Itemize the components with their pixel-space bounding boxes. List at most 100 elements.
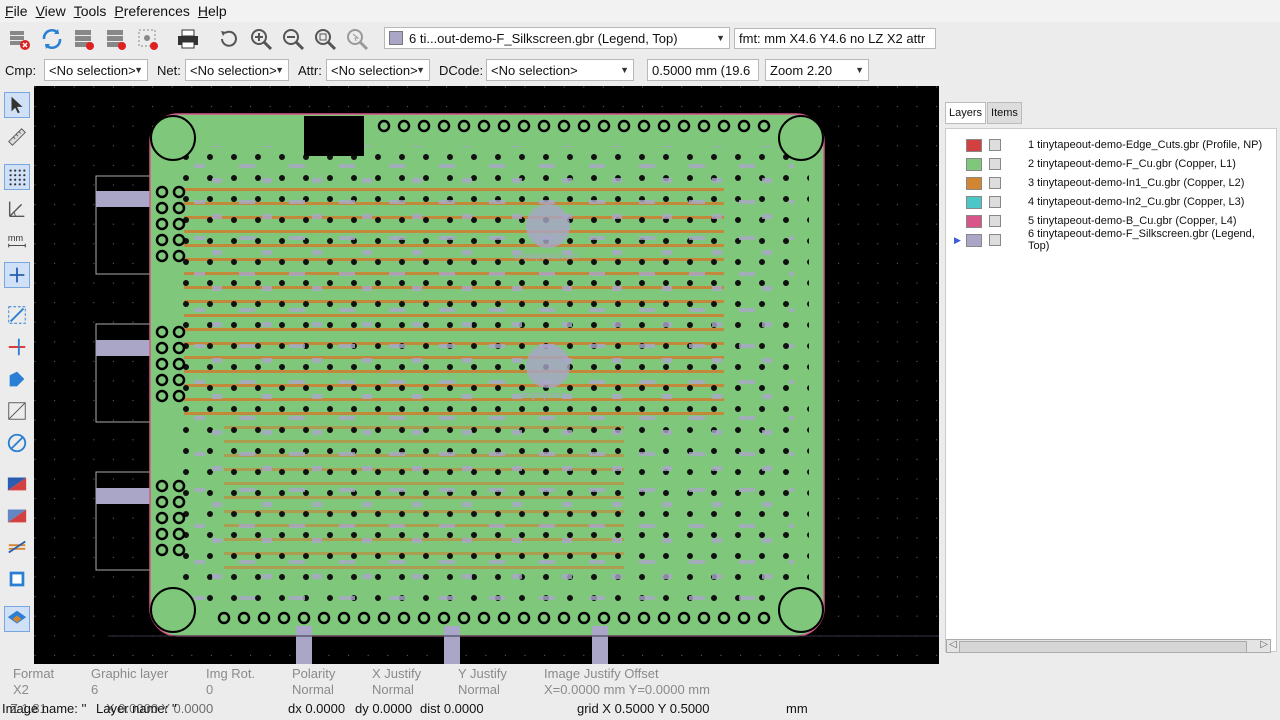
layers-manager-toggle-button[interactable] bbox=[4, 566, 30, 592]
layer-list-scrollbar[interactable]: ◁ ▷ bbox=[946, 639, 1271, 653]
graphic-layer-header: Graphic layer bbox=[91, 666, 169, 681]
status-bar: Image name: '' Layer name: '' Z 1.81 X 0… bbox=[0, 700, 1280, 720]
zoom-out-button[interactable] bbox=[279, 25, 307, 53]
polar-coords-button[interactable] bbox=[4, 196, 30, 222]
layer-visibility-checkbox[interactable] bbox=[989, 177, 1001, 189]
menu-view[interactable]: View bbox=[35, 3, 66, 19]
layers-export-button[interactable] bbox=[102, 25, 130, 53]
negative-objects-button[interactable] bbox=[4, 398, 30, 424]
layer-visibility-checkbox[interactable] bbox=[989, 196, 1001, 208]
flashed-items-sketch-button[interactable] bbox=[4, 302, 30, 328]
chevron-down-icon: ▼ bbox=[416, 65, 425, 75]
print-button[interactable] bbox=[174, 25, 202, 53]
logo-text-1: tinytapeout.com bbox=[514, 251, 578, 261]
crosshair-icon bbox=[9, 267, 25, 283]
layers-icon bbox=[75, 30, 94, 50]
dcode-icon bbox=[7, 433, 27, 453]
layers-manager-button[interactable] bbox=[70, 25, 98, 53]
layer-visibility-checkbox[interactable] bbox=[989, 139, 1001, 151]
cursor-crosshair-button[interactable] bbox=[4, 262, 30, 288]
layer-color-swatch[interactable] bbox=[966, 157, 982, 171]
status-units: mm bbox=[786, 701, 808, 716]
clear-layers-icon bbox=[10, 31, 30, 50]
zoom-out-icon bbox=[283, 29, 305, 51]
layer-row-3[interactable]: 3 tinytapeout-demo-In1_Cu.gbr (Copper, L… bbox=[946, 174, 1276, 192]
menu-help[interactable]: Help bbox=[197, 3, 227, 19]
dcode-display-button[interactable] bbox=[4, 430, 30, 456]
format-value: X2 bbox=[13, 682, 29, 697]
layer-visibility-checkbox[interactable] bbox=[989, 215, 1001, 227]
cmp-select[interactable]: <No selection>▼ bbox=[44, 59, 148, 81]
menu-tools[interactable]: Tools bbox=[73, 3, 107, 19]
active-layer-select[interactable]: 6 ti...out-demo-F_Silkscreen.gbr (Legend… bbox=[384, 27, 730, 49]
panel-tabs: Layers Items bbox=[945, 102, 1023, 124]
select-tool-button[interactable] bbox=[4, 92, 30, 118]
units-mm-button[interactable]: mm bbox=[4, 228, 30, 254]
layers-panel-icon bbox=[9, 571, 25, 587]
redraw-button[interactable] bbox=[215, 25, 243, 53]
layer-row-4[interactable]: 4 tinytapeout-demo-In2_Cu.gbr (Copper, L… bbox=[946, 193, 1276, 211]
zoom-select[interactable]: Zoom 2.20▼ bbox=[765, 59, 869, 81]
layer-color-swatch[interactable] bbox=[966, 233, 982, 247]
layer-color-swatch[interactable] bbox=[966, 195, 982, 209]
gerber-canvas[interactable]: tinytapeout.com tinytapeout bbox=[34, 86, 939, 664]
layer-color-swatch[interactable] bbox=[966, 214, 982, 228]
tab-layers[interactable]: Layers bbox=[945, 102, 987, 124]
drill-file-button[interactable] bbox=[134, 25, 162, 53]
lines-sketch-button[interactable] bbox=[4, 334, 30, 360]
layer-list: 1 tinytapeout-demo-Edge_Cuts.gbr (Profil… bbox=[945, 128, 1277, 652]
layer-color-swatch[interactable] bbox=[966, 138, 982, 152]
show-layers-panel-button[interactable] bbox=[4, 606, 30, 632]
layer-color-swatch[interactable] bbox=[966, 176, 982, 190]
format-header: Format bbox=[13, 666, 55, 681]
chevron-down-icon: ▼ bbox=[134, 65, 143, 75]
layer-visibility-checkbox[interactable] bbox=[989, 234, 1001, 246]
polygons-sketch-button[interactable] bbox=[4, 366, 30, 392]
scrollbar-thumb[interactable] bbox=[959, 641, 1247, 653]
reload-button[interactable] bbox=[38, 25, 66, 53]
layer-row-6-active[interactable]: ▶ 6 tinytapeout-demo-F_Silkscreen.gbr (L… bbox=[954, 228, 1255, 252]
menu-file[interactable]: File bbox=[5, 3, 28, 19]
clear-all-layers-button[interactable] bbox=[6, 25, 34, 53]
grid-icon bbox=[9, 169, 26, 186]
justify-offset-header: Image Justify Offset bbox=[544, 666, 659, 681]
status-xy-pos: X 0.0000 Y 0.0000 bbox=[106, 701, 214, 716]
pcb-view: tinytapeout.com tinytapeout bbox=[34, 86, 939, 664]
transparency-mode-button[interactable] bbox=[4, 502, 30, 528]
stacked-layers-icon bbox=[7, 610, 27, 624]
chevron-down-icon: ▼ bbox=[855, 65, 864, 75]
scroll-right-icon[interactable]: ▷ bbox=[1260, 639, 1268, 650]
left-toolbar: mm bbox=[0, 86, 34, 664]
cursor-arrow-icon bbox=[11, 96, 23, 114]
attr-select[interactable]: <No selection>▼ bbox=[326, 59, 430, 81]
layers-panel: Layers Items 1 tinytapeout-demo-Edge_Cut… bbox=[940, 86, 1280, 664]
layer-row-2[interactable]: 2 tinytapeout-demo-F_Cu.gbr (Copper, L1) bbox=[946, 155, 1276, 173]
zoom-selection-button[interactable] bbox=[343, 25, 371, 53]
dcode-label: DCode: bbox=[439, 63, 484, 78]
zoom-in-button[interactable] bbox=[247, 25, 275, 53]
status-z-pos: Z 1.81 bbox=[10, 701, 47, 716]
transparency-mode-icon bbox=[7, 509, 27, 523]
diff-mode-button[interactable] bbox=[4, 470, 30, 496]
grid-select[interactable]: 0.5000 mm (19.6 bbox=[647, 59, 759, 81]
grid-toggle-button[interactable] bbox=[4, 164, 30, 190]
menu-preferences[interactable]: Preferences bbox=[114, 3, 190, 19]
polarity-header: Polarity bbox=[292, 666, 336, 681]
tab-items[interactable]: Items bbox=[987, 102, 1022, 124]
dcode-select[interactable]: <No selection>▼ bbox=[486, 59, 634, 81]
format-text-field: fmt: mm X4.6 Y4.6 no LZ X2 attr bbox=[734, 28, 936, 49]
measure-tool-button[interactable] bbox=[4, 124, 30, 150]
net-select[interactable]: <No selection>▼ bbox=[185, 59, 289, 81]
justify-offset-value: X=0.0000 mm Y=0.0000 mm bbox=[544, 682, 710, 697]
flip-board-button[interactable] bbox=[4, 534, 30, 560]
polar-coords-icon bbox=[8, 201, 25, 218]
layer-row-5[interactable]: 5 tinytapeout-demo-B_Cu.gbr (Copper, L4) bbox=[946, 212, 1276, 230]
negative-objects-icon bbox=[8, 402, 26, 420]
active-layer-indicator-icon: ▶ bbox=[954, 234, 961, 245]
chevron-down-icon: ▼ bbox=[716, 33, 725, 43]
status-dx: dx 0.0000 bbox=[288, 701, 346, 716]
zoom-fit-button[interactable] bbox=[311, 25, 339, 53]
layer-visibility-checkbox[interactable] bbox=[989, 158, 1001, 170]
layer-row-1[interactable]: 1 tinytapeout-demo-Edge_Cuts.gbr (Profil… bbox=[946, 136, 1276, 154]
scroll-left-icon[interactable]: ◁ bbox=[949, 639, 957, 650]
